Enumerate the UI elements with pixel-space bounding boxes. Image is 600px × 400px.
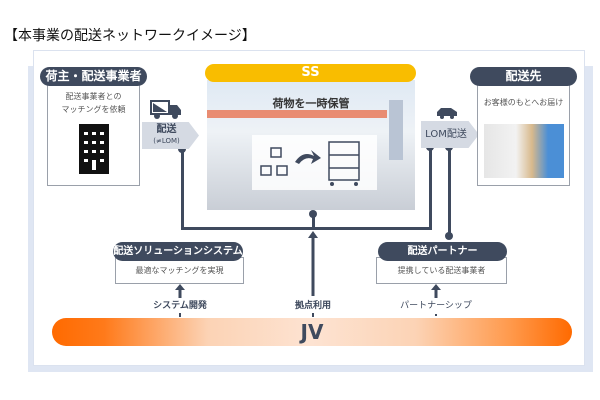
ss-photo: 荷物を一時保管 <box>207 80 415 210</box>
delivery-label: 配送 <box>156 124 177 135</box>
jv-label: JV <box>300 320 324 344</box>
connector-line <box>429 147 432 230</box>
tick-mark <box>179 313 181 317</box>
truck-icon <box>150 100 181 119</box>
arrow-up-icon <box>308 231 318 296</box>
connector-dot <box>178 145 186 153</box>
arrow-up-icon <box>175 284 185 298</box>
building-icon <box>78 124 109 174</box>
delivery-sub: (≠LOM) <box>153 137 180 145</box>
solution-desc: 最適なマッチングを実現 <box>135 266 224 275</box>
destination-box: お客様のもとへお届け <box>477 83 570 186</box>
shipper-header: 荷主・配送事業者 <box>40 67 147 86</box>
lom-arrow: LOM配送 <box>421 121 479 148</box>
system-dev-label: システム開発 <box>153 301 207 311</box>
destination-header: 配送先 <box>470 67 577 86</box>
connector-line <box>312 212 315 230</box>
partner-box: 提携している配送事業者 <box>376 257 507 284</box>
shipper-desc: 配送事業者との <box>65 92 122 101</box>
lom-label: LOM配送 <box>425 129 467 140</box>
base-use-label: 拠点利用 <box>294 301 331 311</box>
connector-dot <box>445 232 453 240</box>
connector-line <box>448 147 451 235</box>
car-icon <box>437 108 457 119</box>
connector-line <box>181 150 184 230</box>
destination-desc: お客様のもとへお届け <box>483 98 564 107</box>
shipper-box: 配送事業者との マッチングを依頼 <box>47 84 140 186</box>
delivery-arrow: 配送 (≠LOM) <box>142 122 199 149</box>
tick-mark <box>435 314 437 316</box>
storage-illustration <box>260 141 360 186</box>
jv-bar: JV <box>52 318 572 346</box>
ss-header: SS <box>205 64 416 82</box>
delivery-photo <box>483 124 564 178</box>
connector-dot <box>309 210 317 218</box>
ss-caption: 荷物を一時保管 <box>272 97 350 110</box>
partner-desc: 提携している配送事業者 <box>397 266 486 275</box>
partner-header: 配送パートナー <box>378 242 507 261</box>
page-title: 【本事業の配送ネットワークイメージ】 <box>4 28 256 44</box>
shipper-desc: マッチングを依頼 <box>61 105 126 114</box>
tick-mark <box>312 313 314 317</box>
partnership-label: パートナーシップ <box>400 301 472 311</box>
solution-box: 最適なマッチングを実現 <box>115 257 244 284</box>
connector-line <box>181 227 432 230</box>
arrow-up-icon <box>431 284 441 298</box>
solution-header: 配送ソリューションシステム <box>113 242 243 261</box>
